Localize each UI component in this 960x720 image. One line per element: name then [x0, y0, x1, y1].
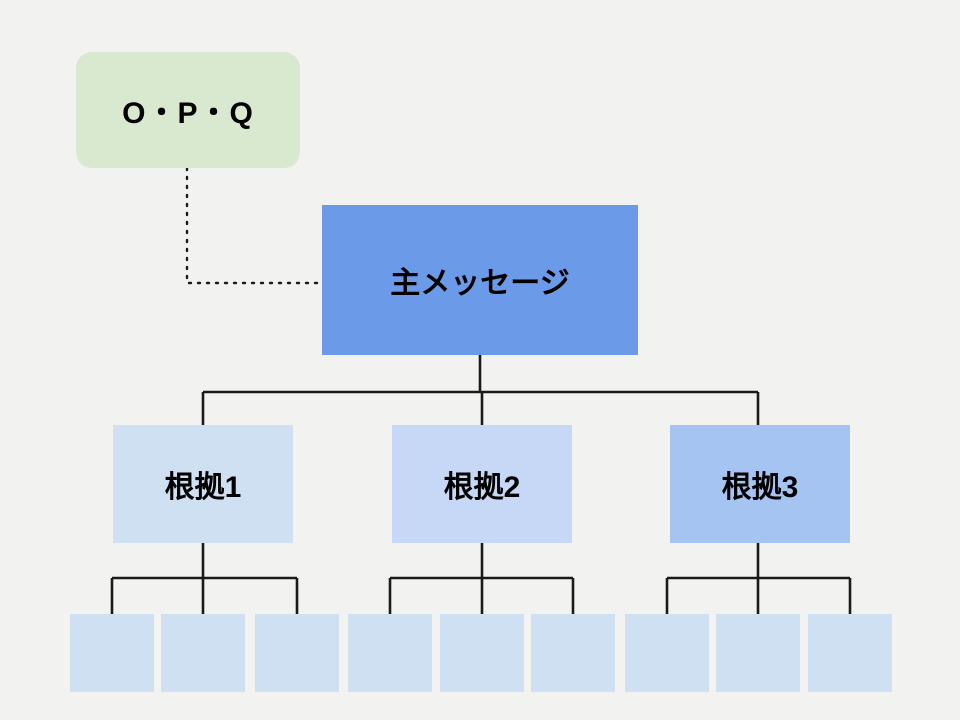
- leaf-node-9[interactable]: [808, 614, 892, 692]
- leaf-node-2[interactable]: [161, 614, 245, 692]
- leaf-node-8[interactable]: [716, 614, 800, 692]
- evidence-node-3[interactable]: 根拠3: [670, 425, 850, 543]
- evidence-node-1[interactable]: 根拠1: [113, 425, 293, 543]
- connector-context-to-main: [185, 166, 324, 285]
- leaf-node-6[interactable]: [531, 614, 615, 692]
- leaf-node-7[interactable]: [625, 614, 709, 692]
- leaf-node-5[interactable]: [440, 614, 524, 692]
- evidence-node-2[interactable]: 根拠2: [392, 425, 572, 543]
- leaf-node-4[interactable]: [348, 614, 432, 692]
- leaf-node-3[interactable]: [255, 614, 339, 692]
- context-node-opq[interactable]: O・P・Q: [76, 52, 300, 168]
- main-message-node[interactable]: 主メッセージ: [322, 205, 638, 355]
- leaf-node-1[interactable]: [70, 614, 154, 692]
